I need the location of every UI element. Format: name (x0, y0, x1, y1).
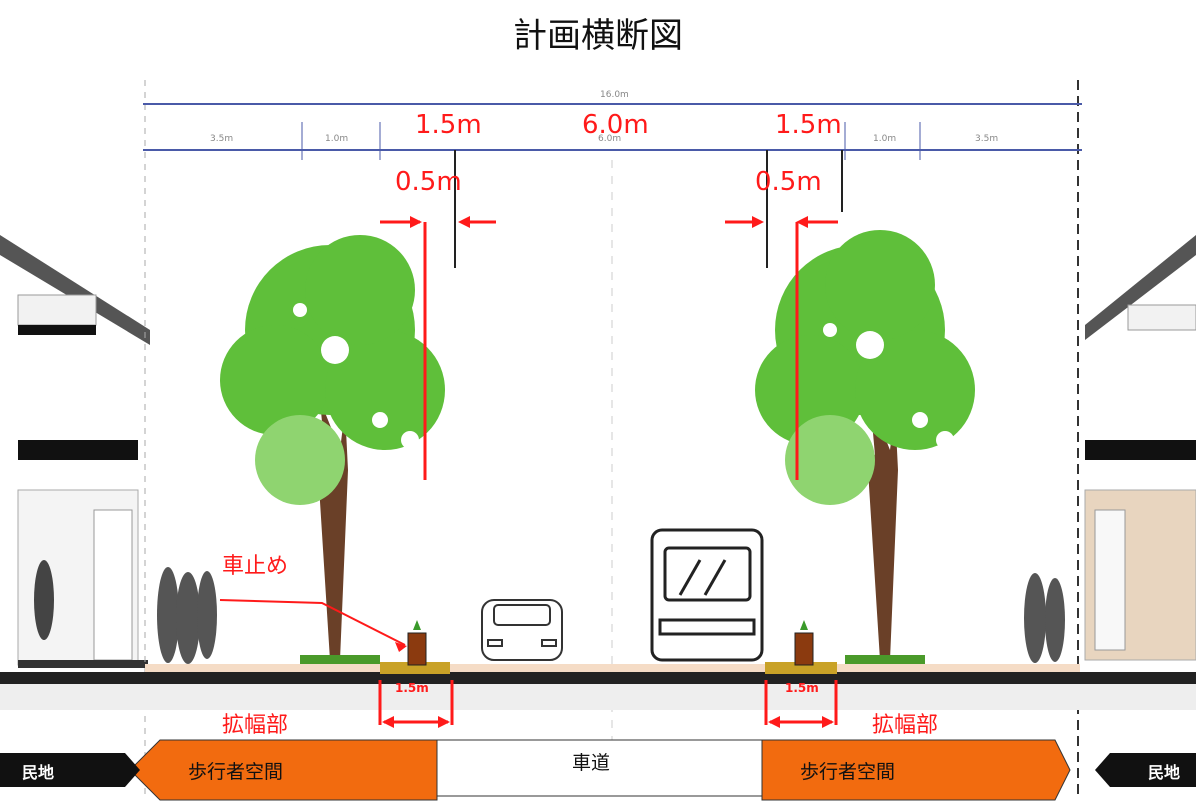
roadway-label: 車道 (572, 752, 611, 774)
right-bollard (765, 620, 837, 674)
roadway-band (436, 739, 763, 797)
left-pedestrians (157, 567, 217, 664)
left-tree (220, 235, 445, 667)
left-building (0, 235, 150, 668)
right-expansion-label: 拡幅部 (872, 713, 939, 738)
overall-width-label: 16.0m (600, 90, 629, 100)
right-expansion-dimension: 1.5m (775, 110, 842, 140)
seg-center-label: 6.0m (598, 134, 622, 144)
car (481, 599, 563, 661)
left-bollard (380, 620, 450, 674)
center-dimension: 6.0m (582, 110, 649, 140)
right-tree (755, 230, 975, 667)
seg-right-outer-label: 3.5m (975, 134, 999, 144)
right-pedestrian-band (761, 739, 1071, 801)
left-expansion-dimension: 1.5m (415, 110, 482, 140)
red-annotation-lines (219, 216, 838, 728)
left-expansion-label: 拡幅部 (222, 713, 289, 738)
left-private-band (0, 753, 140, 787)
seg-left-outer-label: 3.5m (210, 134, 234, 144)
right-pedestrian-label: 歩行者空間 (800, 761, 896, 783)
seg-left-inner-label: 1.0m (325, 134, 349, 144)
left-private-label: 民地 (22, 763, 55, 782)
right-private-band (1095, 753, 1196, 787)
right-building (1084, 235, 1196, 661)
left-bollard-width: 1.5m (395, 681, 429, 695)
left-offset-dimension: 0.5m (395, 167, 462, 197)
right-offset-dimension: 0.5m (755, 167, 822, 197)
bollard-label: 車止め (222, 554, 289, 579)
right-private-label: 民地 (1148, 763, 1181, 782)
diagram-title: 計画横断図 (513, 16, 683, 56)
left-pedestrian-band (129, 739, 438, 801)
bus (650, 528, 764, 662)
right-pedestrians (1024, 573, 1065, 663)
left-pedestrian-label: 歩行者空間 (188, 761, 284, 783)
right-bollard-width: 1.5m (785, 681, 819, 695)
seg-right-inner-label: 1.0m (873, 134, 897, 144)
